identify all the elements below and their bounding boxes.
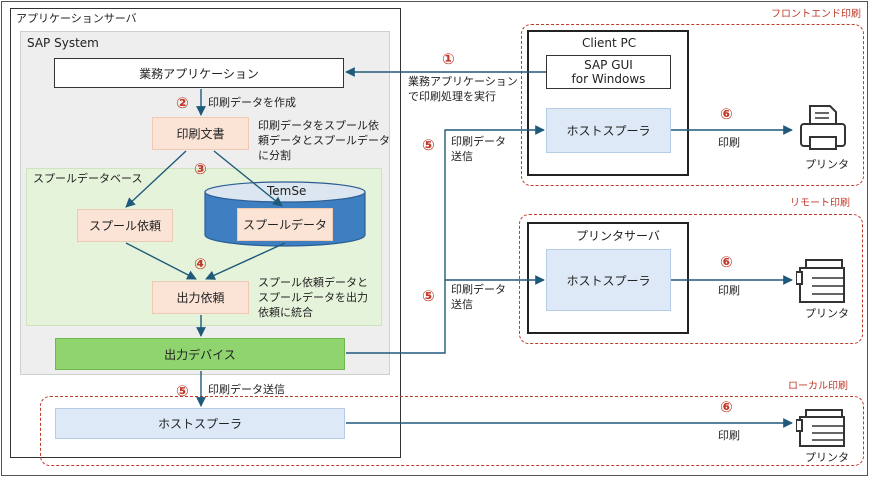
local-printer-label: プリンタ: [805, 451, 849, 464]
output-request-box: 出力依頼: [152, 281, 249, 314]
sap-system-label: SAP System: [27, 36, 99, 50]
output-request-note-2: スプールデータを出力: [258, 291, 368, 304]
sapgui-label-2: for Windows: [571, 72, 646, 86]
frontend-host-spooler-box: ホストスプーラ: [546, 108, 671, 153]
output-device-box: 出力デバイス: [55, 338, 345, 370]
local-host-spooler-box: ホストスプーラ: [55, 408, 345, 439]
sapgui-label-1: SAP GUI: [584, 58, 633, 72]
remote-host-spooler-box: ホストスプーラ: [546, 249, 671, 311]
step1-text-1: 業務アプリケーション: [408, 75, 518, 88]
spool-request-label: スプール依頼: [88, 219, 161, 233]
printer-icon: [800, 105, 846, 150]
step5-bottom-number: ⑤: [176, 382, 189, 400]
print-document-note-3: に分割: [258, 149, 291, 162]
step5-remote-number: ⑤: [422, 287, 435, 305]
arrow-to-spool-data: [213, 150, 283, 207]
remote-print-frame: [519, 214, 863, 344]
step5-bottom-text: 印刷データ送信: [208, 383, 285, 396]
step5-front-number: ⑤: [422, 136, 435, 154]
output-request-label: 出力依頼: [176, 291, 225, 305]
business-application-label: 業務アプリケーション: [139, 66, 259, 81]
local-print-title: ローカル印刷: [788, 381, 848, 392]
step5-remote-text-1: 印刷データ: [451, 283, 506, 296]
step4-number: ④: [194, 255, 207, 273]
printer-icon: [796, 259, 845, 303]
remote-printer-label: プリンタ: [805, 307, 849, 320]
spool-data-box: スプールデータ: [237, 208, 333, 241]
client-pc-label: Client PC: [582, 36, 637, 50]
arrow-to-spool-request: [125, 150, 187, 208]
local-step6-number: ⑥: [720, 398, 733, 416]
remote-print-label: 印刷: [718, 284, 740, 297]
spool-request-box: スプール依頼: [77, 209, 173, 242]
print-document-label: 印刷文書: [176, 127, 225, 141]
print-document-note-2: 頼データとスプールデータ: [258, 134, 390, 147]
step3-number: ③: [194, 160, 207, 178]
step5-front-text-1: 印刷データ: [451, 135, 506, 148]
local-host-spooler-label: ホストスプーラ: [157, 417, 242, 431]
output-device-label: 出力デバイス: [164, 347, 236, 362]
local-print-label: 印刷: [718, 429, 740, 442]
frontend-print-title: フロントエンド印刷: [771, 9, 861, 20]
step1-number: ①: [442, 50, 455, 68]
step1-text-2: で印刷処理を実行: [408, 90, 496, 103]
spool-database-label: スプールデータベース: [33, 172, 143, 185]
step5-front-text-2: 送信: [451, 150, 473, 163]
printer-server-label: プリンタサーバ: [576, 229, 660, 243]
temse-label: TemSe: [267, 184, 307, 198]
local-print-frame: [40, 396, 864, 466]
remote-print-title: リモート印刷: [790, 198, 850, 209]
application-server-label: アプリケーションサーバ: [16, 12, 137, 25]
output-request-note-3: 依頼に統合: [258, 306, 313, 319]
frontend-print-frame: [521, 24, 864, 186]
output-request-note-1: スプール依頼データと: [258, 276, 368, 289]
step2-number: ②: [176, 94, 189, 112]
sapgui-box: SAP GUI for Windows: [546, 55, 671, 89]
print-document-note-1: 印刷データをスプール依: [258, 119, 379, 132]
step5-remote-text-2: 送信: [451, 298, 473, 311]
frontend-host-spooler-label: ホストスプーラ: [566, 124, 651, 138]
arrow-to-frontend-spooler: [346, 125, 545, 354]
print-document-box: 印刷文書: [152, 117, 249, 150]
frontend-print-label: 印刷: [718, 136, 740, 149]
printer-icon: [796, 409, 845, 447]
frontend-printer-label: プリンタ: [805, 158, 849, 171]
arrow-data-to-output: [205, 242, 286, 280]
step2-text: 印刷データを作成: [208, 96, 296, 109]
arrow-request-to-output: [125, 242, 197, 280]
remote-host-spooler-label: ホストスプーラ: [566, 273, 651, 288]
business-application-box: 業務アプリケーション: [54, 58, 344, 88]
frontend-step6-number: ⑥: [720, 105, 733, 123]
spool-data-label: スプールデータ: [242, 218, 327, 232]
remote-step6-number: ⑥: [720, 253, 733, 271]
